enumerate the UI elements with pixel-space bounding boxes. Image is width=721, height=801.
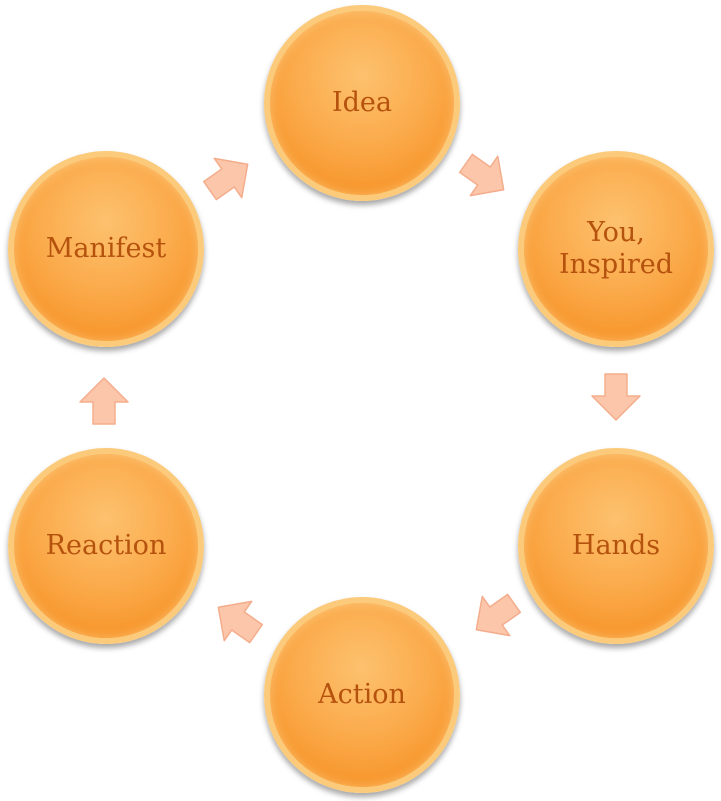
node-label-reaction: Reaction bbox=[45, 530, 167, 561]
node-label-idea: Idea bbox=[331, 87, 393, 118]
node-idea: Idea bbox=[264, 5, 460, 201]
node-label-manifest: Manifest bbox=[45, 233, 167, 264]
node-action: Action bbox=[264, 597, 460, 793]
arrow-reaction-to-manifest-icon bbox=[78, 376, 130, 428]
arrow-you-inspired-to-hands-icon bbox=[590, 370, 642, 422]
arrow-manifest-to-idea-icon bbox=[192, 142, 264, 214]
arrow-action-to-reaction-icon bbox=[202, 585, 274, 657]
arrow-hands-to-action-icon bbox=[460, 580, 532, 652]
node-label-action: Action bbox=[318, 679, 406, 710]
node-hands: Hands bbox=[518, 448, 714, 644]
node-manifest: Manifest bbox=[8, 151, 204, 347]
node-you-inspired: You, Inspired bbox=[518, 151, 714, 347]
arrow-idea-to-you-inspired-icon bbox=[448, 140, 520, 212]
node-label-hands: Hands bbox=[571, 530, 661, 561]
node-label-you-inspired: You, Inspired bbox=[559, 217, 673, 280]
node-reaction: Reaction bbox=[8, 448, 204, 644]
